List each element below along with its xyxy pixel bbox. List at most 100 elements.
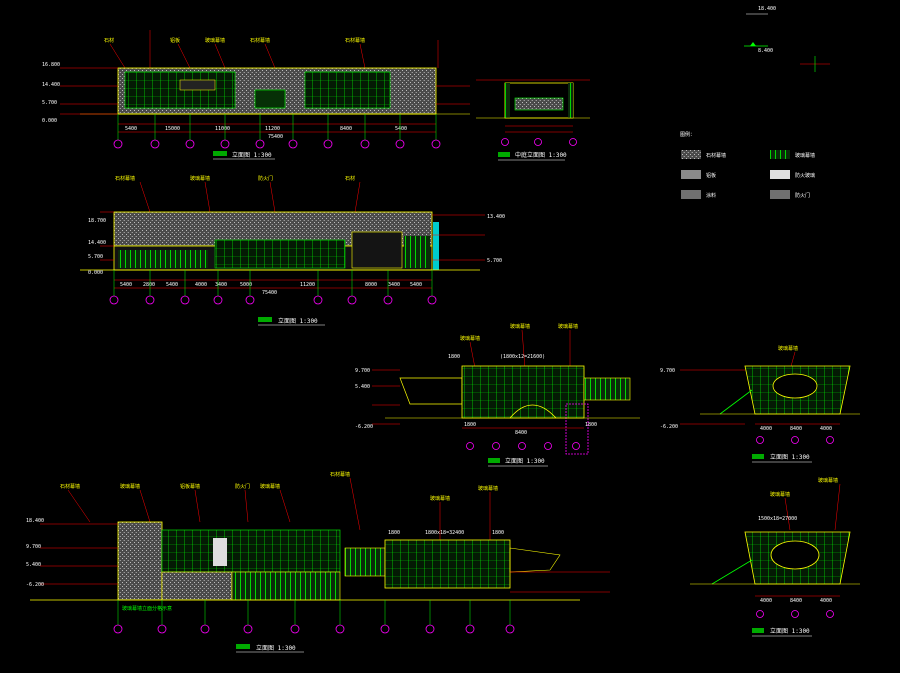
elevation-mark-text: 9.700 — [26, 544, 41, 550]
elevation-mark-text: 18.400 — [758, 6, 776, 12]
dimension-text: 5400 — [410, 282, 422, 288]
grid-bubbles — [109, 270, 437, 305]
callout-label: 玻璃幕墙 — [510, 323, 530, 330]
elevation-mark-text: -6.200 — [26, 582, 44, 588]
elevation-mark-text: 5.400 — [355, 384, 370, 390]
elevation-mark-text: 14.400 — [42, 82, 60, 88]
legend-label: 涂料 — [706, 192, 716, 199]
elevation-mark-text: -6.200 — [660, 424, 678, 430]
dimension-text: 1800 — [388, 530, 400, 536]
elevation-view-middle: 玻璃幕墙 玻璃幕墙 玻璃幕墙 1800 (1800x12=21600) 9.70… — [355, 323, 640, 467]
dimension-text: 5400 — [120, 282, 132, 288]
callout-label: 防火门 — [235, 483, 250, 490]
callout-label: 玻璃幕墙 — [260, 483, 280, 490]
elevation-mark-text: 16.800 — [42, 62, 60, 68]
callout-label: 石材 — [345, 175, 355, 182]
elevation-view-2: 石材幕墙 玻璃幕墙 防火门 石材 18.700 14.400 5.700 0.0… — [80, 175, 505, 326]
atrium-elevation: 中庭立面图 1:300 — [476, 79, 590, 161]
dimension-text: 11200 — [300, 282, 315, 288]
note-text: 玻璃幕墙立面分格示意 — [122, 605, 172, 612]
dimension-text: 3400 — [215, 282, 227, 288]
dimension-total: 75400 — [268, 134, 283, 140]
callout-label: 石材幕墙 — [60, 483, 80, 490]
legend-label: 玻璃幕墙 — [795, 152, 815, 159]
callout-label: 铝板幕墙 — [180, 483, 200, 490]
callout-label: 玻璃幕墙 — [770, 491, 790, 498]
elevation-mark-text: 13.400 — [487, 214, 505, 220]
elevation-view-bottom: 石材幕墙 玻璃幕墙 铝板幕墙 防火门 玻璃幕墙 石材幕墙 玻璃幕墙 玻璃幕墙 玻… — [26, 471, 610, 653]
elevation-mark-text: -6.200 — [355, 424, 373, 430]
legend-label: 石材幕墙 — [706, 152, 726, 159]
legend-label: 铝板 — [706, 172, 716, 179]
view-title: 立面图 1:300 — [256, 644, 296, 652]
elevation-mark-text: 0.000 — [88, 270, 103, 276]
dimension-text: 1800x18=32400 — [425, 530, 464, 536]
elevation-mark-text: 14.400 — [88, 240, 106, 246]
dimension-total: 75400 — [262, 290, 277, 296]
elevation-view-bottom-right: 玻璃幕墙 玻璃幕墙 1500x18=27000 4000 8400 4000 立… — [690, 477, 860, 637]
elevation-view-right-mid: 玻璃幕墙 9.700 -6.200 4000 8400 4000 立面图 1:3… — [660, 345, 860, 463]
dimension-text: 4000 — [820, 598, 832, 604]
elevation-mark-text: 5.700 — [42, 100, 57, 106]
dimension-text: 8000 — [365, 282, 377, 288]
dimension-text: 1500x18=27000 — [758, 516, 797, 522]
dimension-text: 1800 — [585, 422, 597, 428]
legend-label: 防火门 — [795, 192, 810, 199]
callout-label: 玻璃幕墙 — [778, 345, 798, 352]
dimension-text: 5000 — [240, 282, 252, 288]
legend-title: 图例： — [680, 131, 695, 138]
elevation-mark-text: 9.700 — [355, 368, 370, 374]
callout-label: 石材幕墙 — [115, 175, 135, 182]
callout-label: 玻璃幕墙 — [190, 175, 210, 182]
dimension-text: 15000 — [165, 126, 180, 132]
dimension-text: 1800 — [448, 354, 460, 360]
dimension-text: 5400 — [395, 126, 407, 132]
dimension-text: 4000 — [760, 426, 772, 432]
dimension-text: 2800 — [143, 282, 155, 288]
view-title: 中庭立面图 1:300 — [515, 151, 567, 159]
grid-bubbles — [113, 600, 515, 634]
callout-label: 铝板 — [170, 37, 180, 44]
callout-label: 玻璃幕墙 — [460, 335, 480, 342]
dimension-text: 11200 — [265, 126, 280, 132]
dimension-text: 4000 — [760, 598, 772, 604]
callout-label: 防火门 — [258, 175, 273, 182]
legend: 图例： 石材幕墙 玻璃幕墙 铝板 防火玻璃 涂料 防火门 — [680, 131, 815, 199]
view-title: 立面图 1:300 — [232, 151, 272, 159]
elevation-marker-icon — [750, 42, 756, 46]
callout-label: 石材 — [104, 37, 114, 44]
elevation-mark-text: 5.400 — [26, 562, 41, 568]
elevation-mark-text: 18.700 — [88, 218, 106, 224]
callout-label: 玻璃幕墙 — [558, 323, 578, 330]
dimension-text: (1800x12=21600) — [500, 354, 545, 360]
dimension-text: 8400 — [790, 598, 802, 604]
callout-label: 玻璃幕墙 — [478, 485, 498, 492]
callout-label: 玻璃幕墙 — [120, 483, 140, 490]
callout-label: 石材幕墙 — [250, 37, 270, 44]
elevation-mark-text: 8.400 — [758, 48, 773, 54]
dimension-text: 8400 — [515, 430, 527, 436]
view-title: 立面图 1:300 — [770, 453, 810, 461]
callout-label: 玻璃幕墙 — [430, 495, 450, 502]
elevation-mark-text: 5.700 — [88, 254, 103, 260]
dimension-text: 11000 — [215, 126, 230, 132]
callout-label: 石材幕墙 — [345, 37, 365, 44]
dimension-text: 1800 — [464, 422, 476, 428]
elevation-view-1: 石材 铝板 玻璃幕墙 石材幕墙 石材幕墙 16.800 14.400 5.700… — [42, 30, 470, 160]
grid-bubbles — [113, 114, 441, 149]
elevation-mark-text: 18.400 — [26, 518, 44, 524]
dimension-text: 8400 — [340, 126, 352, 132]
dimension-text: 8400 — [790, 426, 802, 432]
dimension-text: 4000 — [820, 426, 832, 432]
dimension-text: 1800 — [492, 530, 504, 536]
dimension-text: 3400 — [388, 282, 400, 288]
view-title: 立面图 1:300 — [278, 317, 318, 325]
legend-label: 防火玻璃 — [795, 172, 815, 179]
dimension-text: 4000 — [195, 282, 207, 288]
view-title: 立面图 1:300 — [505, 457, 545, 465]
callout-label: 石材幕墙 — [330, 471, 350, 478]
callout-label: 玻璃幕墙 — [205, 37, 225, 44]
callout-label: 玻璃幕墙 — [818, 477, 838, 484]
elevation-mark-text: 9.700 — [660, 368, 675, 374]
